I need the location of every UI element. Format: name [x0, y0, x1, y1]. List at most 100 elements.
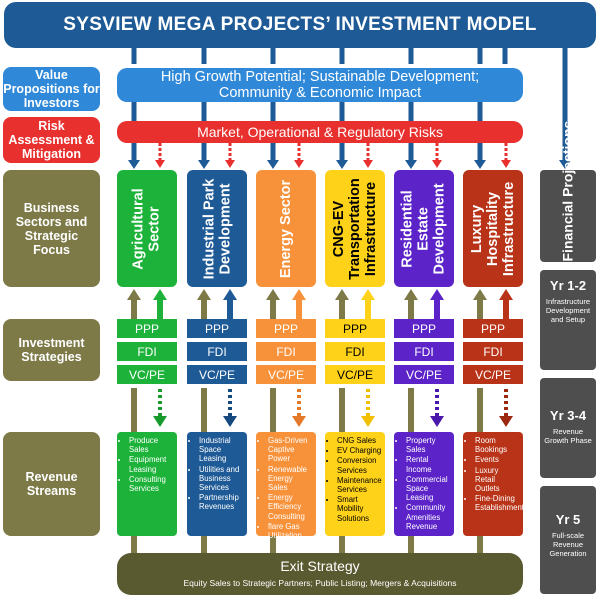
investment-cell: PPP [187, 319, 247, 338]
revenue-box: Property SalesRental IncomeCommercial Sp… [394, 432, 454, 536]
label-investment-strategies: Investment Strategies [3, 319, 100, 381]
up-arrow-head [223, 289, 237, 300]
revenue-box: Industrial Space LeasingUtilities and Bu… [187, 432, 247, 536]
investment-cell: VC/PE [325, 365, 385, 384]
phase-year: Yr 1-2 [549, 278, 587, 293]
arrow-head [363, 160, 373, 168]
flow-shaft [408, 388, 414, 432]
arrow-head [267, 160, 279, 169]
revenue-item: Equipment Leasing [129, 455, 174, 473]
value-line-2: Community & Economic Impact [218, 85, 422, 101]
revenue-item: Maintenance Services [337, 476, 382, 494]
sector-name: CNG-EV Transportation Infrastructure [331, 177, 380, 280]
up-arrow-shaft [296, 298, 302, 319]
financial-projections-box: Financial Projections [540, 120, 596, 262]
up-arrow-head [404, 289, 418, 300]
revenue-item: Rental Income [406, 455, 451, 473]
phase-year: Yr 5 [555, 512, 581, 527]
revenue-item: Smart Mobility Solutions [337, 495, 382, 523]
arrow-head [153, 416, 167, 427]
revenue-item: flare Gas Utilization [268, 522, 313, 540]
flow-shaft [270, 388, 276, 432]
value-proposition-bar: High Growth Potential; Sustainable Devel… [117, 68, 523, 102]
diagram-title: SYSVIEW MEGA PROJECTS’ INVESTMENT MODEL [4, 2, 596, 48]
arrow-head [499, 416, 513, 427]
investment-cell: PPP [117, 319, 177, 338]
sector-box: Energy Sector [256, 170, 316, 287]
up-arrow-shaft [503, 298, 509, 319]
flow-shaft [270, 536, 276, 553]
risk-bar: Market, Operational & Regulatory Risks [117, 121, 523, 143]
arrow-head [405, 160, 417, 169]
arrow-head [430, 416, 444, 427]
label-value-propositions: Value Propositions for Investors [3, 67, 100, 111]
investment-cell: FDI [463, 342, 523, 361]
revenue-box: Room BookingsEventsLuxury Retail Outlets… [463, 432, 528, 536]
value-line-1: High Growth Potential; Sustainable Devel… [160, 69, 480, 85]
phase-yr-1-2: Yr 1-2 Infrastructure Development and Se… [540, 270, 596, 370]
up-arrow-head [127, 289, 141, 300]
flow-shaft [201, 388, 207, 432]
investment-cell: PPP [463, 319, 523, 338]
arrow-head [292, 416, 306, 427]
revenue-item: Partnership Revenues [199, 493, 244, 511]
investment-cell: FDI [394, 342, 454, 361]
up-arrow-head [335, 289, 349, 300]
sector-box: Residential Estate Development [394, 170, 454, 287]
arrow-head [432, 160, 442, 168]
arrow-head [155, 160, 165, 168]
up-arrow-head [473, 289, 487, 300]
investment-cell: VC/PE [117, 365, 177, 384]
arrow-head [128, 160, 140, 169]
up-arrow-shaft [227, 298, 233, 319]
up-arrow-head [153, 289, 167, 300]
up-arrow-head [266, 289, 280, 300]
up-arrow-shaft [365, 298, 371, 319]
up-arrow-head [430, 289, 444, 300]
phase-yr-5: Yr 5 Full-scale Revenue Generation [540, 486, 596, 594]
exit-strategy-title: Exit Strategy [280, 558, 360, 574]
flow-shaft [339, 388, 345, 432]
financial-projections-title: Financial Projections [559, 120, 576, 261]
revenue-item: Property Sales [406, 436, 451, 454]
label-revenue-streams: Revenue Streams [3, 432, 100, 536]
revenue-item: Energy Efficiency Consulting [268, 493, 313, 521]
arrow-head [501, 160, 511, 168]
label-business-sectors: Business Sectors and Strategic Focus [3, 170, 100, 287]
flow-shaft [131, 388, 137, 432]
revenue-item: Events [475, 455, 520, 464]
up-arrow-shaft [339, 298, 345, 319]
investment-cell: FDI [256, 342, 316, 361]
revenue-item: Commercial Space Leasing [406, 475, 451, 503]
up-arrow-head [292, 289, 306, 300]
sector-box: Agricultural Sector [117, 170, 177, 287]
arrow-head [223, 416, 237, 427]
revenue-item: Produce Sales [129, 436, 174, 454]
revenue-item: EV Charging [337, 446, 382, 455]
revenue-item: Renewable Energy Sales [268, 465, 313, 493]
arrow-head [559, 160, 571, 169]
revenue-item: Fine-Dining Establishments [475, 494, 528, 512]
revenue-item: Utilities and Business Services [199, 465, 244, 493]
sector-name: Residential Estate Development [400, 182, 448, 275]
flow-shaft [408, 536, 414, 553]
flow-shaft [477, 536, 483, 553]
investment-cell: FDI [187, 342, 247, 361]
up-arrow-shaft [270, 298, 276, 319]
revenue-item: Room Bookings [475, 436, 520, 454]
exit-strategy-subtitle: Equity Sales to Strategic Partners; Publ… [183, 578, 457, 588]
phase-year: Yr 3-4 [549, 408, 587, 423]
arrow-head [198, 160, 210, 169]
exit-strategy-bar: Exit Strategy Equity Sales to Strategic … [117, 553, 523, 595]
investment-cell: FDI [117, 342, 177, 361]
up-arrow-shaft [477, 298, 483, 319]
phase-desc: Infrastructure Development and Setup [545, 297, 591, 324]
up-arrow-shaft [434, 298, 440, 319]
investment-cell: PPP [394, 319, 454, 338]
arrow-head [361, 416, 375, 427]
sector-name: Luxury Hospitality Infrastructure [469, 181, 517, 276]
up-arrow-shaft [408, 298, 414, 319]
investment-cell: PPP [256, 319, 316, 338]
arrow-head [474, 160, 486, 169]
revenue-item: Industrial Space Leasing [199, 436, 244, 464]
